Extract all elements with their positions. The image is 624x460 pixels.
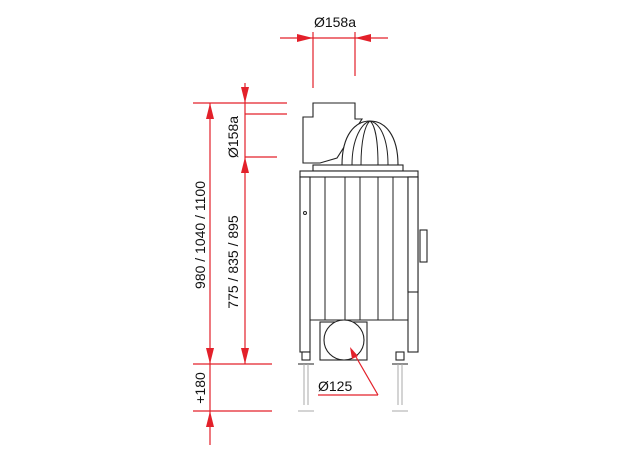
flue-height-label: 775 / 835 / 895 (225, 215, 241, 309)
total-height-dimension (193, 102, 287, 445)
side-panel (407, 176, 419, 293)
air-inlet-circle (323, 319, 365, 361)
top-flue-diameter-label: Ø158a (314, 14, 356, 30)
side-flue-diameter-label: Ø158a (225, 116, 241, 158)
air-inlet-leader (318, 347, 379, 396)
air-inlet-diameter-label: Ø125 (318, 378, 352, 394)
leg-extension-label: +180 (192, 372, 208, 404)
flue-height-dimension (241, 83, 287, 364)
fireplace-outline (298, 102, 428, 412)
flue-elbow (302, 102, 364, 164)
total-height-label: 980 / 1040 / 1100 (192, 181, 208, 289)
top-flue-dimension (280, 32, 388, 88)
side-handle (419, 229, 428, 263)
